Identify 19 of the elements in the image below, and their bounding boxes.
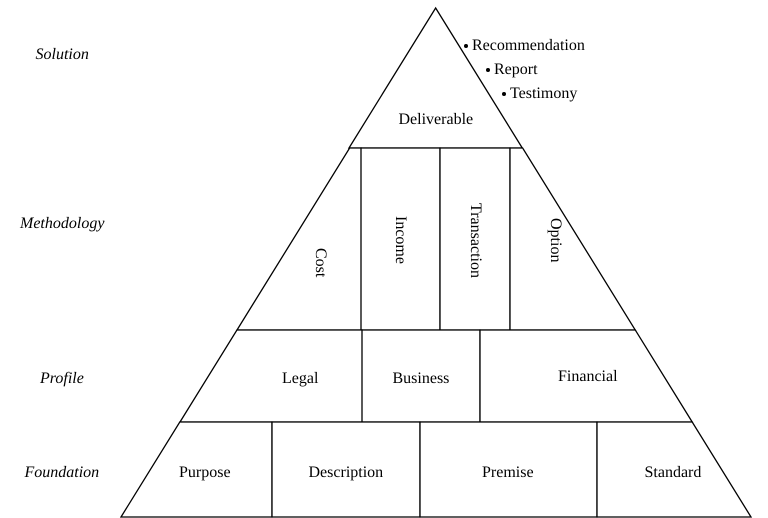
bullet-text: Recommendation [472,38,585,54]
segment-label: Cost [312,248,328,277]
segment-label: Premise [482,465,534,481]
segment-label: Description [308,465,384,481]
bullet-text: Report [494,62,538,78]
segment-label: Purpose [179,465,231,481]
segment-label: Standard [644,465,702,481]
level-label: Profile [40,371,84,387]
level-label: Methodology [20,216,104,232]
level-label: Foundation [24,465,100,481]
level-label: Solution [36,47,89,63]
segment-label: Transaction [467,202,483,278]
segment-label: Deliverable [398,112,474,128]
segment-label: Financial [558,369,618,385]
segment-label: Income [392,216,408,264]
segment-label: Option [547,218,563,262]
segment-label: Legal [282,371,318,387]
segment-label: Business [392,371,450,387]
bullet-text: Testimony [510,86,578,102]
